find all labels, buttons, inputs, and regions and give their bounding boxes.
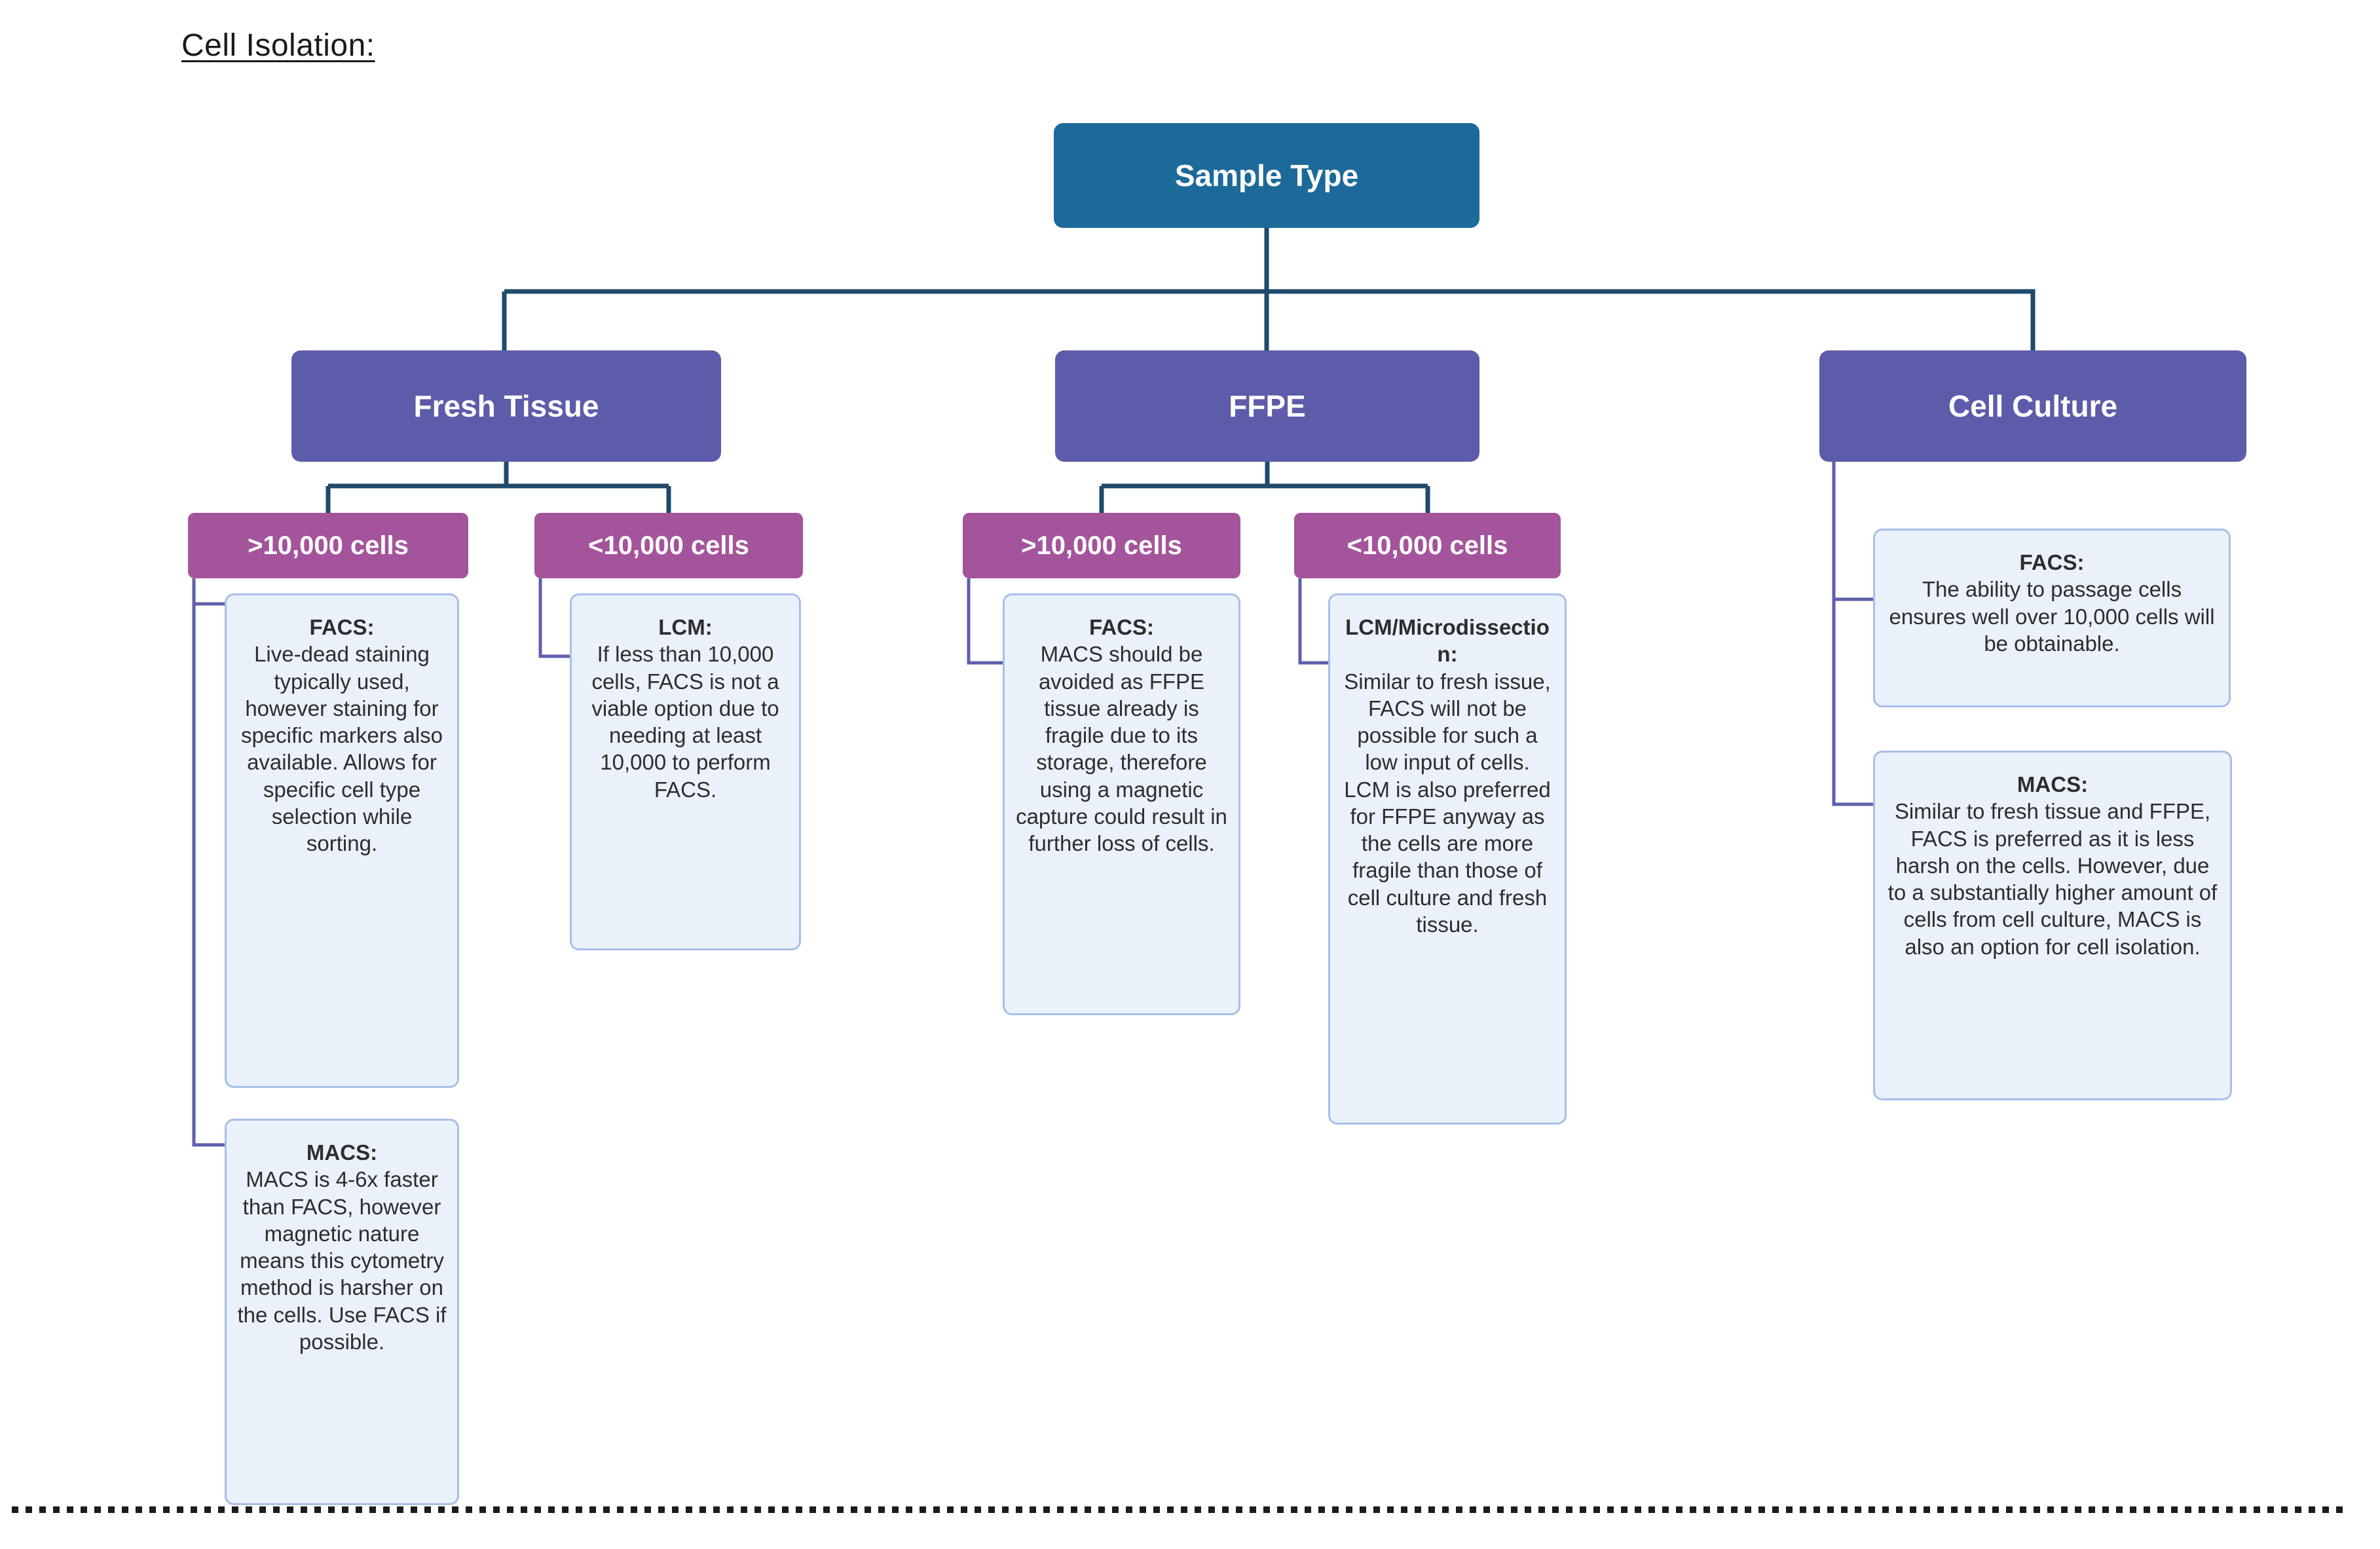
note-fresh-facs: FACS: Live-dead staining typically used,… xyxy=(225,593,459,1088)
note-body: Similar to fresh tissue and FFPE, FACS i… xyxy=(1887,799,2218,959)
node-fresh-tissue: Fresh Tissue xyxy=(291,350,721,462)
note-body: MACS should be avoided as FFPE tissue al… xyxy=(1016,642,1227,855)
page-title: Cell Isolation: xyxy=(181,28,375,63)
note-body: The ability to passage cells ensures wel… xyxy=(1889,577,2215,656)
dotted-divider xyxy=(12,1506,2350,1513)
sub-tree-connectors xyxy=(192,462,1873,1147)
note-body: Live-dead staining typically used, howev… xyxy=(240,642,443,855)
note-heading: MACS: xyxy=(306,1140,378,1165)
node-ffpe: FFPE xyxy=(1055,350,1479,462)
note-body: Similar to fresh issue, FACS will not be… xyxy=(1344,669,1551,937)
node-sample-type: Sample Type xyxy=(1054,123,1479,228)
node-ffpe-lt10000: <10,000 cells xyxy=(1294,513,1561,578)
main-tree-connectors xyxy=(325,228,2036,513)
node-cell-culture: Cell Culture xyxy=(1819,350,2246,462)
note-body: MACS is 4-6x faster than FACS, however m… xyxy=(237,1167,447,1354)
note-heading: FACS: xyxy=(2019,550,2085,574)
note-heading: LCM: xyxy=(658,615,713,639)
note-cellculture-macs: MACS: Similar to fresh tissue and FFPE, … xyxy=(1873,751,2232,1100)
node-fresh-gt10000: >10,000 cells xyxy=(188,513,468,578)
note-heading: LCM/Microdissection: xyxy=(1345,615,1550,667)
note-ffpe-facs: FACS: MACS should be avoided as FFPE tis… xyxy=(1003,593,1240,1015)
node-ffpe-gt10000: >10,000 cells xyxy=(963,513,1240,578)
note-heading: MACS: xyxy=(2017,772,2089,796)
note-fresh-lcm: LCM: If less than 10,000 cells, FACS is … xyxy=(570,593,801,950)
note-fresh-macs: MACS: MACS is 4-6x faster than FACS, how… xyxy=(225,1119,459,1505)
note-cellculture-facs: FACS: The ability to passage cells ensur… xyxy=(1873,529,2231,707)
note-heading: FACS: xyxy=(1089,615,1154,639)
note-ffpe-lcm-microdissection: LCM/Microdissection: Similar to fresh is… xyxy=(1328,593,1567,1125)
note-body: If less than 10,000 cells, FACS is not a… xyxy=(591,642,779,802)
node-fresh-lt10000: <10,000 cells xyxy=(534,513,803,578)
note-heading: FACS: xyxy=(309,615,375,639)
